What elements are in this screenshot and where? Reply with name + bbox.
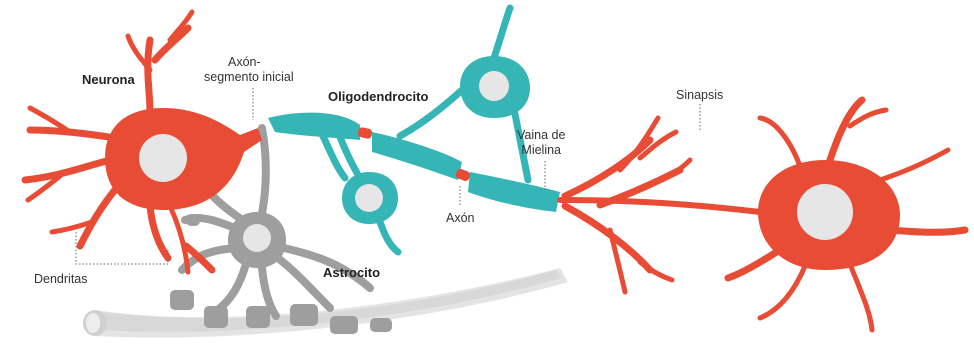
astrocyte-endfoot [330, 316, 358, 334]
label-vaina-line2: Mielina [517, 143, 565, 158]
astrocyte-endfoot [170, 290, 194, 310]
label-axon-segmento-line1: Axón- [204, 55, 294, 70]
right-neuron-dendrite [890, 230, 965, 232]
left-neuron [25, 12, 262, 272]
right-neuron [560, 100, 965, 330]
right-neuron-dendrite [660, 160, 690, 180]
right-neuron-dendrite [640, 262, 672, 280]
label-dendritas: Dendritas [34, 272, 88, 287]
right-neuron-axon [560, 200, 760, 212]
left-neuron-dendrite [80, 186, 118, 246]
left-neuron-dendrite [155, 28, 188, 60]
label-oligodendrocito: Oligodendrocito [328, 89, 428, 105]
myelin-segment-2 [372, 132, 462, 180]
myelin-segment-3 [468, 172, 560, 212]
right-neuron-dendrite [728, 250, 780, 278]
right-neuron-dendrite [850, 264, 872, 330]
left-neuron-dendrite [30, 130, 115, 138]
astrocyte-endfoot [204, 306, 228, 328]
label-axon-segmento: Axón- segmento inicial [204, 55, 294, 85]
astrocyte-endfoot [370, 318, 392, 332]
label-neurona: Neurona [82, 72, 135, 88]
right-neuron-dendrite [830, 100, 862, 160]
astrocyte-process [262, 128, 266, 214]
oligodendrocyte-nucleus-top [479, 71, 509, 101]
label-axon-segmento-line2: segmento inicial [204, 70, 294, 85]
label-astrocito: Astrocito [323, 265, 380, 281]
astrocyte-nucleus [243, 224, 271, 252]
left-neuron-dendrite [148, 40, 150, 112]
myelin-segment-1 [268, 113, 360, 140]
astrocyte-endfoot [290, 304, 318, 326]
astrocyte-endfoot [246, 306, 270, 328]
oligodendrocyte-nucleus-bottom [355, 184, 383, 212]
oligodendrocyte-process [494, 8, 510, 58]
left-neuron-nucleus [139, 134, 187, 182]
right-neuron-nucleus [797, 184, 853, 240]
right-neuron-dendrite [760, 266, 805, 318]
left-neuron-dendrite [25, 160, 110, 180]
right-neuron-dendrite [620, 118, 658, 170]
left-neuron-dendrite [150, 206, 168, 258]
right-neuron-dendrite [760, 118, 800, 166]
right-neuron-dendrite [565, 206, 650, 270]
oligodendrocyte-process [380, 222, 398, 252]
label-sinapsis: Sinapsis [676, 88, 723, 103]
label-vaina-line1: Vaina de [517, 128, 565, 143]
astrocyte-process [215, 264, 246, 312]
astrocyte-endfoot [186, 214, 200, 226]
label-vaina-mielina: Vaina de Mielina [517, 128, 565, 158]
label-axon: Axón [446, 211, 475, 226]
right-neuron-dendrite [880, 150, 948, 180]
